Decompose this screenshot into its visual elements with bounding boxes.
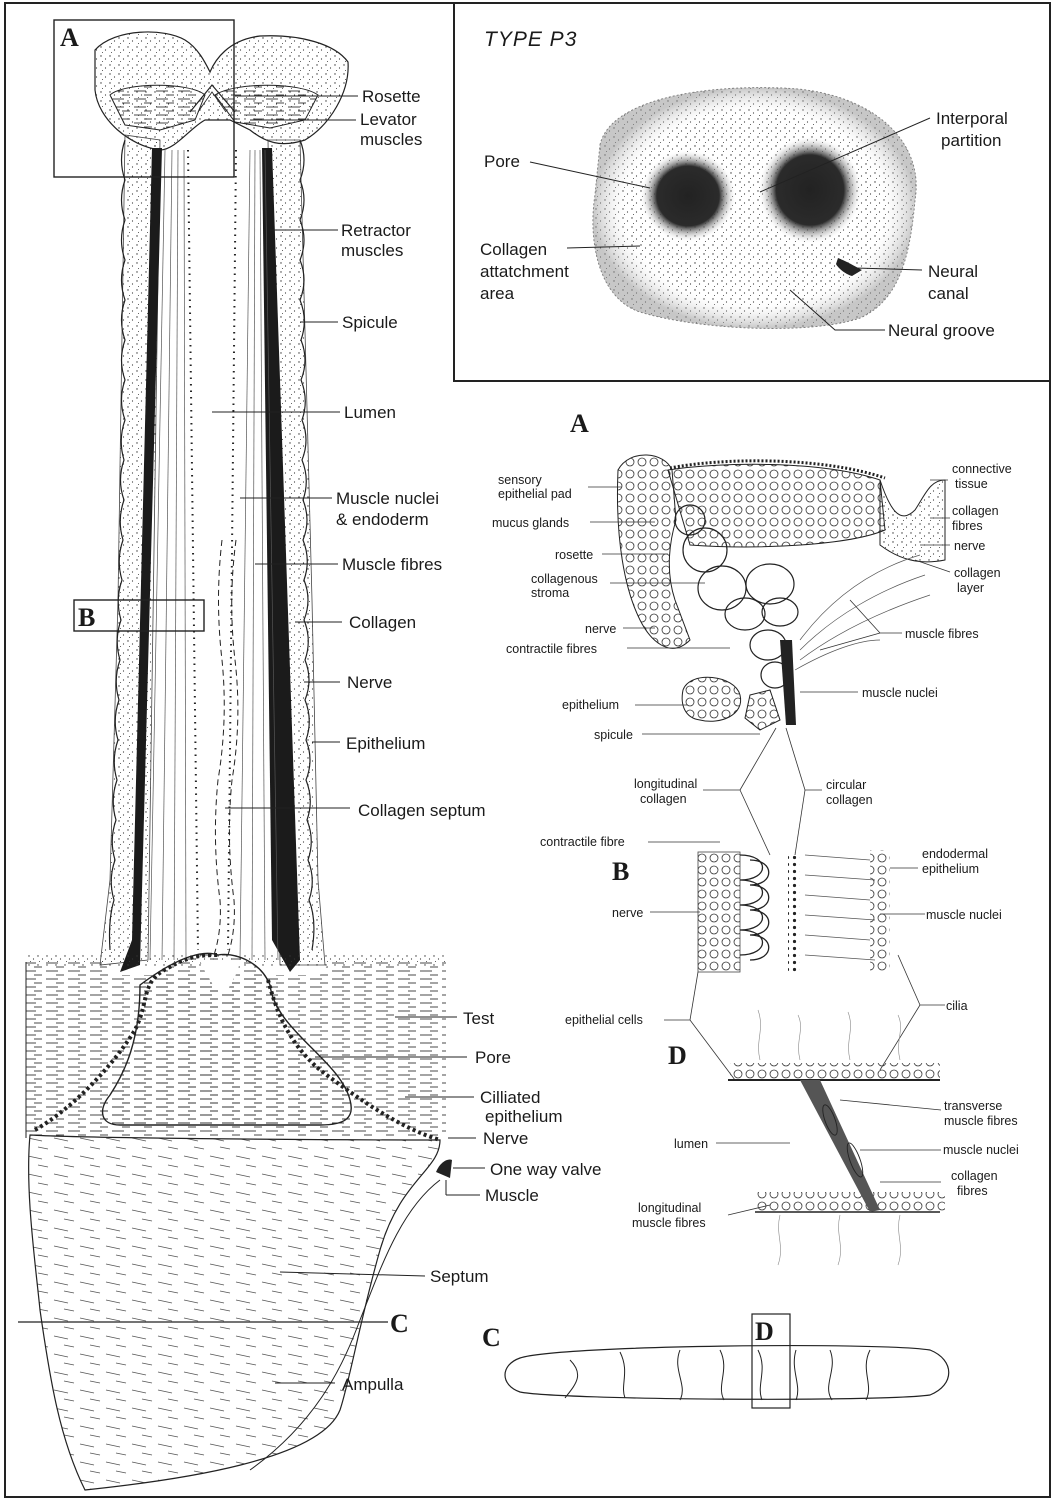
label-interporal-1: Interporal xyxy=(936,109,1008,128)
label-pore: Pore xyxy=(484,152,520,171)
detail-d: D epithelial cells cilia transverse mu xyxy=(565,999,1019,1265)
da-nerve: nerve xyxy=(585,622,616,636)
label-interporal-2: partition xyxy=(941,131,1001,150)
p3-rim xyxy=(593,88,916,329)
label-muscle-nuclei-2: & endoderm xyxy=(336,510,429,529)
label-collagen: Collagen xyxy=(349,613,416,632)
letter-c-line: C xyxy=(390,1309,409,1338)
letter-b-detail: B xyxy=(612,857,629,886)
da-connective-1: connective xyxy=(952,462,1012,476)
da-stroma-2: stroma xyxy=(531,586,569,600)
db-contractile: contractile fibre xyxy=(540,835,625,849)
label-spicule: Spicule xyxy=(342,313,398,332)
label-pore-main: Pore xyxy=(475,1048,511,1067)
da-stroma-1: collagenous xyxy=(531,572,598,586)
db-nerve: nerve xyxy=(612,906,643,920)
inset-type-p3: TYPE P3 Pore Interporal partition Collag… xyxy=(454,3,1050,381)
detail-d-leaders xyxy=(664,1020,941,1215)
da-muscle-fibres: muscle fibres xyxy=(905,627,979,641)
da-rosette: rosette xyxy=(555,548,593,562)
ampulla xyxy=(29,1135,440,1490)
da-muscle-nuclei: muscle nuclei xyxy=(862,686,938,700)
label-epithelium: Epithelium xyxy=(346,734,425,753)
label-ciliated-1: Cilliated xyxy=(480,1088,540,1107)
connector-a-b xyxy=(703,728,822,855)
cross-section-outline xyxy=(505,1346,949,1400)
label-muscle: Muscle xyxy=(485,1186,539,1205)
detail-a: A xyxy=(492,409,1012,742)
label-nerve: Nerve xyxy=(347,673,392,692)
letter-c-detail: C xyxy=(482,1323,501,1352)
dd-collagen-1: collagen xyxy=(951,1169,998,1183)
label-collagen-1: Collagen xyxy=(480,240,547,259)
dd-longitudinal-1: longitudinal xyxy=(638,1201,701,1215)
label-test: Test xyxy=(463,1009,494,1028)
dd-lumen: lumen xyxy=(674,1137,708,1151)
dd-transverse-2: muscle fibres xyxy=(944,1114,1018,1128)
dd-muscle-nuclei: muscle nuclei xyxy=(943,1143,1019,1157)
dd-cilia: cilia xyxy=(946,999,968,1013)
label-levator-2: muscles xyxy=(360,130,422,149)
dd-transverse-1: transverse xyxy=(944,1099,1002,1113)
label-neural-canal-2: canal xyxy=(928,284,969,303)
detail-c: C D xyxy=(482,1314,949,1408)
da-collagen-fibres-2: fibres xyxy=(952,519,983,533)
label-nerve-2: Nerve xyxy=(483,1129,528,1148)
da-contractile: contractile fibres xyxy=(506,642,597,656)
label-collagen-3: area xyxy=(480,284,515,303)
da-collagen-layer-1: collagen xyxy=(954,566,1001,580)
db-endodermal-2: epithelium xyxy=(922,862,979,876)
da-nerve-r: nerve xyxy=(954,539,985,553)
da-epithelium: epithelium xyxy=(562,698,619,712)
label-retractor-1: Retractor xyxy=(341,221,411,240)
letter-d-box: D xyxy=(755,1317,774,1346)
label-levator-1: Levator xyxy=(360,110,417,129)
connector-b-d xyxy=(690,955,945,1080)
db-circ-col-2: collagen xyxy=(826,793,873,807)
db-muscle-nuclei: muscle nuclei xyxy=(926,908,1002,922)
one-way-valve xyxy=(436,1160,452,1179)
da-mucus: mucus glands xyxy=(492,516,569,530)
da-spicule: spicule xyxy=(594,728,633,742)
label-septum: Septum xyxy=(430,1267,489,1286)
label-rosette: Rosette xyxy=(362,87,421,106)
label-neural-groove: Neural groove xyxy=(888,321,995,340)
da-collagen-fibres-1: collagen xyxy=(952,504,999,518)
da-sensory-1: sensory xyxy=(498,473,543,487)
db-long-col-1: longitudinal xyxy=(634,777,697,791)
dd-collagen-2: fibres xyxy=(957,1184,988,1198)
muscle-fibres xyxy=(150,150,278,960)
letter-a-box: A xyxy=(60,23,79,52)
label-lumen: Lumen xyxy=(344,403,396,422)
label-neural-canal-1: Neural xyxy=(928,262,978,281)
letter-b-box: B xyxy=(78,603,95,632)
inset-title: TYPE P3 xyxy=(484,28,577,51)
label-retractor-2: muscles xyxy=(341,241,403,260)
da-connective-2: tissue xyxy=(955,477,988,491)
detail-b: B longitudinal collagen circular collage… xyxy=(540,777,1002,972)
da-collagen-layer-2: layer xyxy=(957,581,984,595)
letter-d-detail: D xyxy=(668,1041,687,1070)
label-collagen-2: attatchment xyxy=(480,262,569,281)
label-muscle-fibres: Muscle fibres xyxy=(342,555,442,574)
da-sensory-2: epithelial pad xyxy=(498,487,572,501)
letter-a-detail: A xyxy=(570,409,589,438)
dd-epithelial-cells: epithelial cells xyxy=(565,1013,643,1027)
label-ampulla: Ampulla xyxy=(342,1375,404,1394)
p3-pore-left xyxy=(640,150,736,242)
label-one-way-valve: One way valve xyxy=(490,1160,602,1179)
label-collagen-septum: Collagen septum xyxy=(358,801,486,820)
dd-longitudinal-2: muscle fibres xyxy=(632,1216,706,1230)
db-long-col-2: collagen xyxy=(640,792,687,806)
db-circ-col-1: circular xyxy=(826,778,866,792)
label-ciliated-2: epithelium xyxy=(485,1107,563,1126)
db-endodermal-1: endodermal xyxy=(922,847,988,861)
cilia-lines xyxy=(758,1010,901,1265)
p3-pore-right xyxy=(758,136,862,244)
label-muscle-nuclei-1: Muscle nuclei xyxy=(336,489,439,508)
